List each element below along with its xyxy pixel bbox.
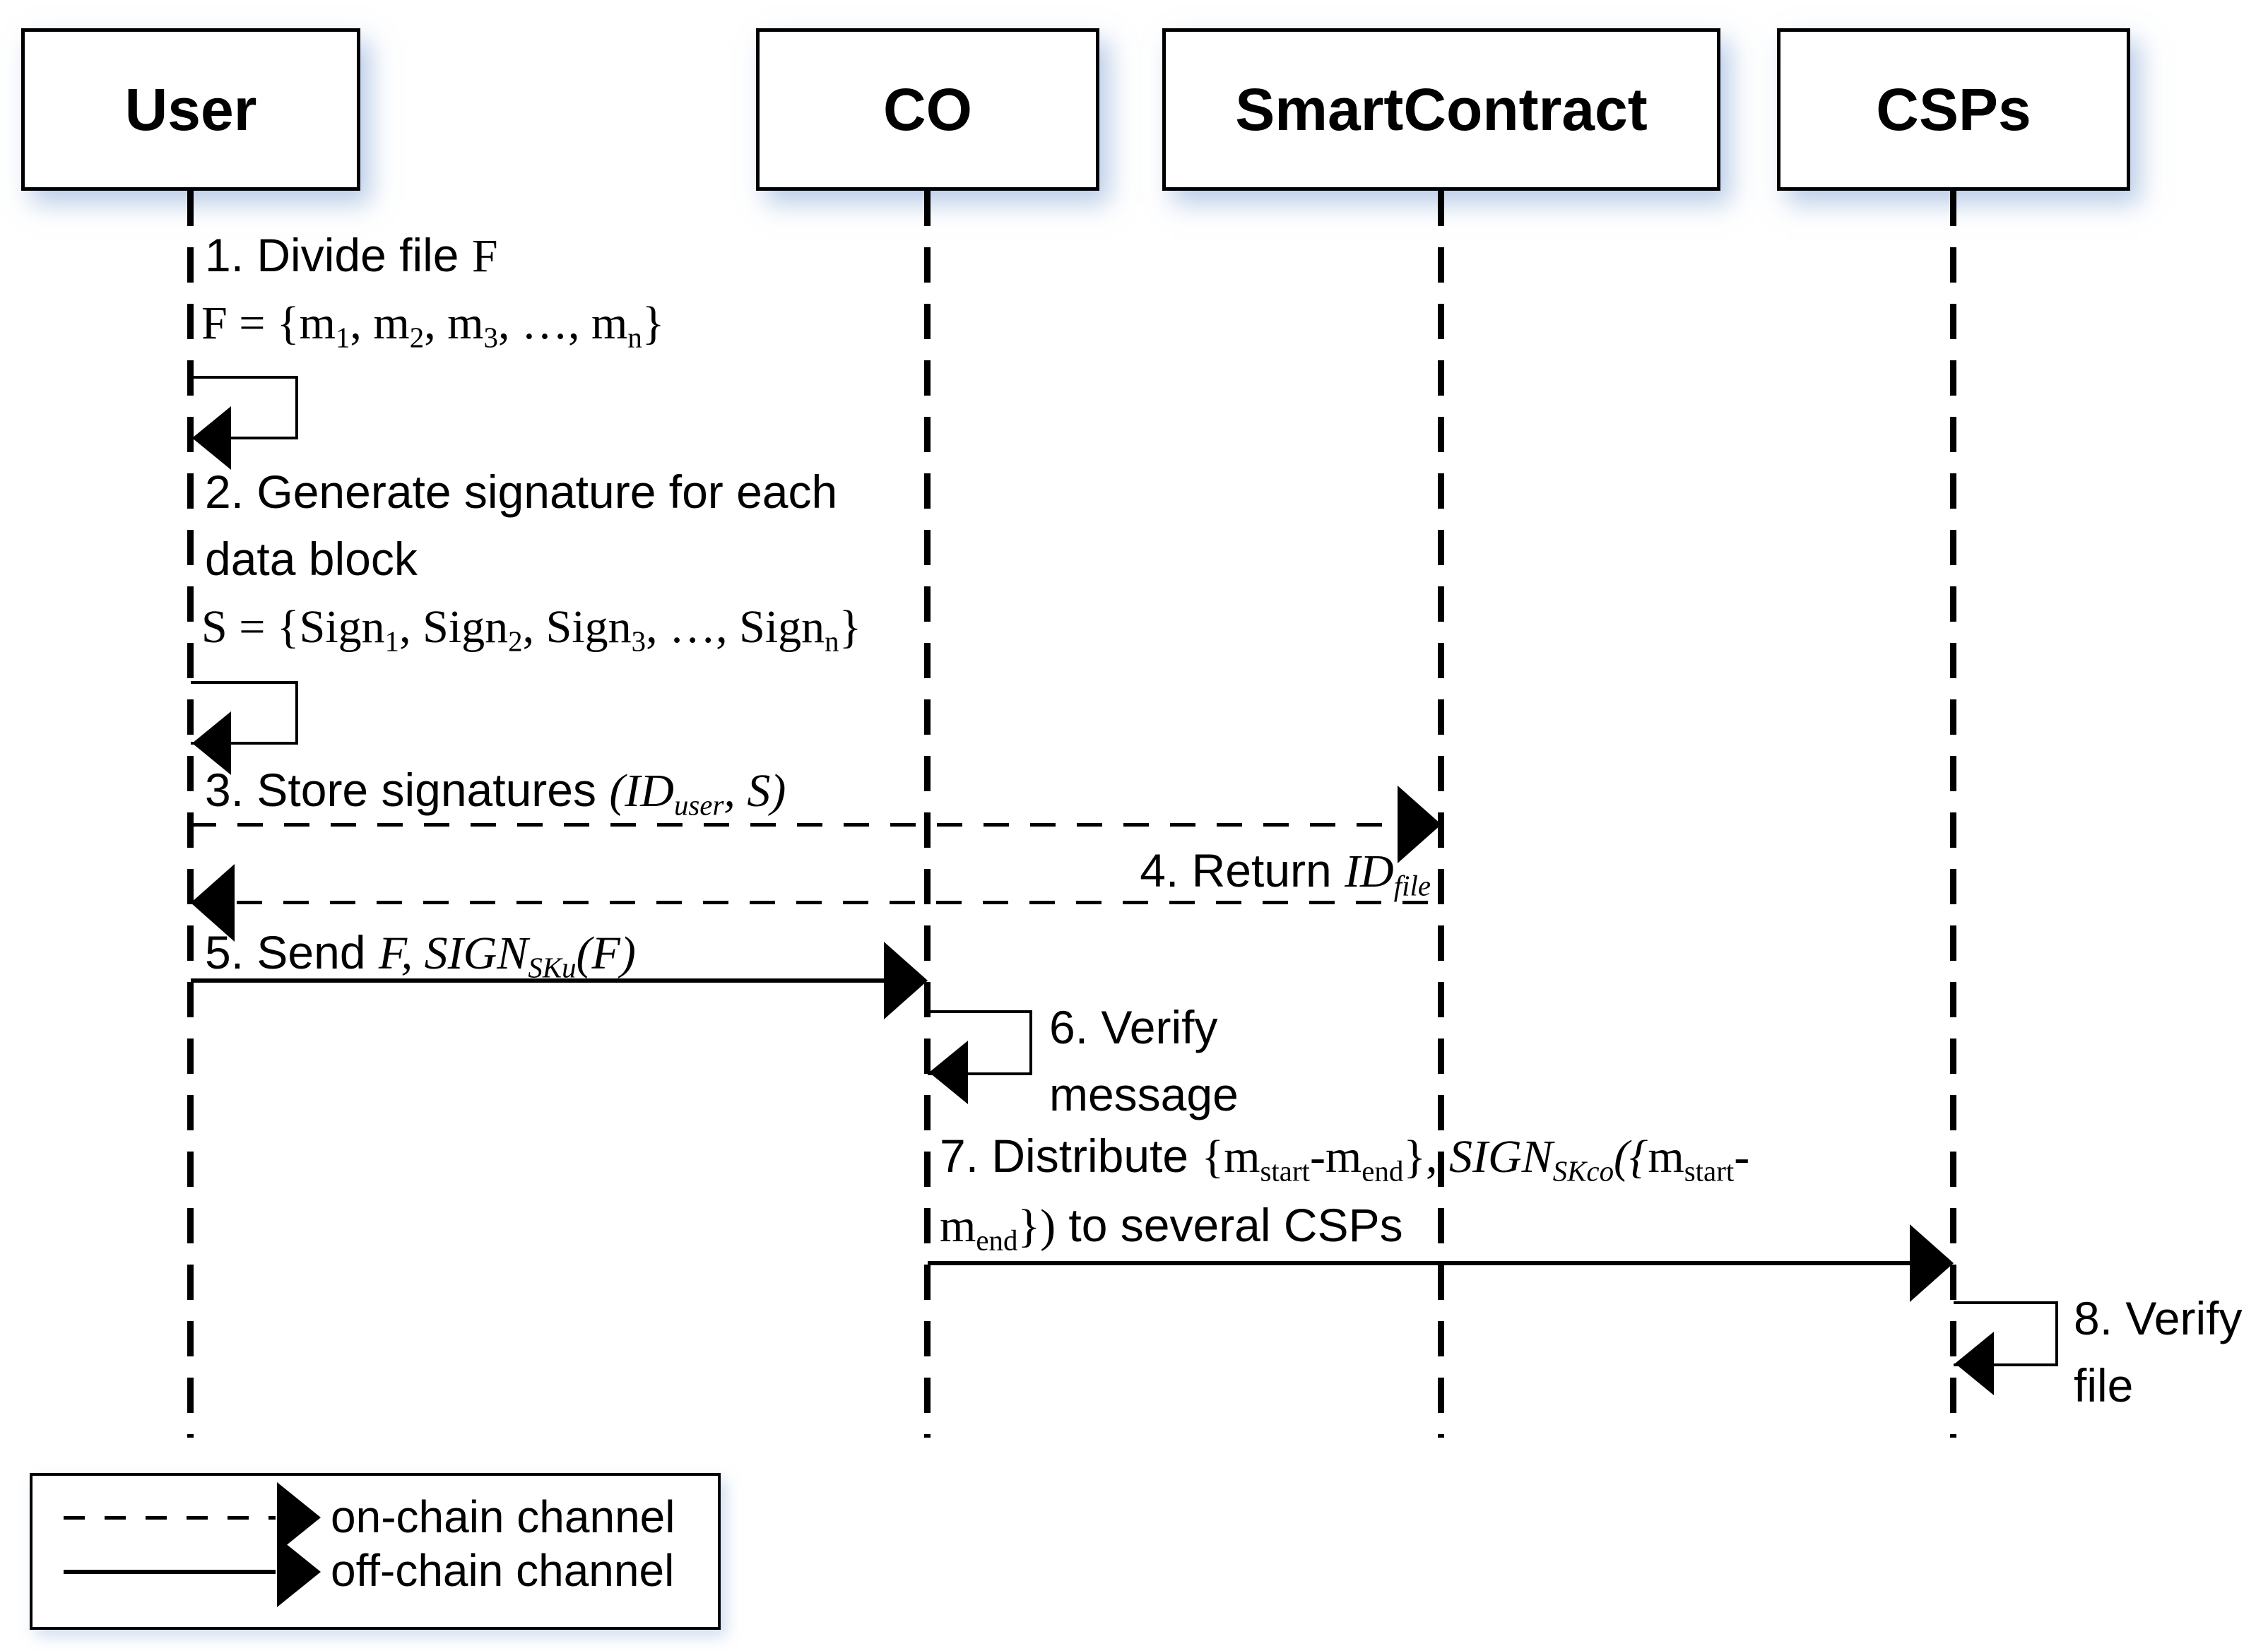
- message-2-line-2: data block: [205, 533, 418, 585]
- self-call-2-loop: [191, 681, 298, 745]
- message-4-dashed-line: [237, 901, 1441, 904]
- message-7-line-2: mend}) to several CSPs: [940, 1199, 1403, 1257]
- message-5-arrowhead-right-icon: [884, 942, 928, 1019]
- self-call-6-loop: [928, 1010, 1032, 1075]
- lifeline-user: [187, 191, 194, 1438]
- message-3-dashed-line: [191, 823, 1395, 827]
- actor-box-csps: CSPs: [1777, 28, 2130, 191]
- actor-label-smartcontract: SmartContract: [1235, 76, 1648, 143]
- message-5-solid-line: [191, 978, 887, 983]
- lifeline-csps: [1950, 191, 1956, 1438]
- message-4-arrowhead-left-icon: [191, 864, 235, 942]
- lifeline-co: [924, 191, 931, 1438]
- self-call-2-arrowhead-left-icon: [192, 711, 231, 775]
- self-call-8-loop: [1954, 1301, 2058, 1366]
- actor-box-co: CO: [756, 28, 1099, 191]
- message-6-line-2: message: [1049, 1068, 1239, 1120]
- actor-label-user: User: [124, 76, 257, 143]
- actor-label-co: CO: [883, 76, 972, 143]
- legend-label-off-chain: off-chain channel: [331, 1545, 675, 1596]
- actor-box-smartcontract: SmartContract: [1162, 28, 1720, 191]
- legend-label-on-chain: on-chain channel: [331, 1491, 675, 1542]
- actor-box-user: User: [21, 28, 360, 191]
- message-3-arrowhead-right-icon: [1398, 786, 1441, 863]
- message-2-line-3: S = {Sign1, Sign2, Sign3, …, Signn}: [201, 601, 862, 658]
- self-call-8-arrowhead-left-icon: [1955, 1332, 1994, 1395]
- message-7-line-1: 7. Distribute {mstart-mend}, SIGNSKco({m…: [940, 1130, 1750, 1188]
- message-2-line-1: 2. Generate signature for each: [205, 466, 838, 518]
- message-1-line-2: F = {m1, m2, m3, …, mn}: [201, 297, 665, 354]
- legend-box: [30, 1473, 721, 1630]
- actor-label-csps: CSPs: [1876, 76, 2031, 143]
- message-4-label: 4. Return IDfile: [1140, 844, 1431, 902]
- message-6-line-1: 6. Verify: [1049, 1001, 1218, 1053]
- message-7-solid-line: [928, 1261, 1911, 1265]
- self-call-1-loop: [191, 376, 298, 439]
- message-1-line-1: 1. Divide file F: [205, 229, 498, 282]
- message-5-label: 5. Send F, SIGNSKu(F): [205, 926, 636, 984]
- legend-off-chain-arrowhead-icon: [277, 1537, 321, 1607]
- legend-off-chain-solid-line: [64, 1570, 276, 1574]
- message-8-line-1: 8. Verify: [2074, 1292, 2243, 1344]
- self-call-6-arrowhead-left-icon: [929, 1041, 968, 1104]
- self-call-1-arrowhead-left-icon: [192, 406, 231, 470]
- message-8-line-2: file: [2074, 1359, 2134, 1412]
- legend-on-chain-dashed-line: [64, 1516, 276, 1520]
- message-7-arrowhead-right-icon: [1910, 1224, 1954, 1302]
- message-3-label: 3. Store signatures (IDuser, S): [205, 764, 786, 822]
